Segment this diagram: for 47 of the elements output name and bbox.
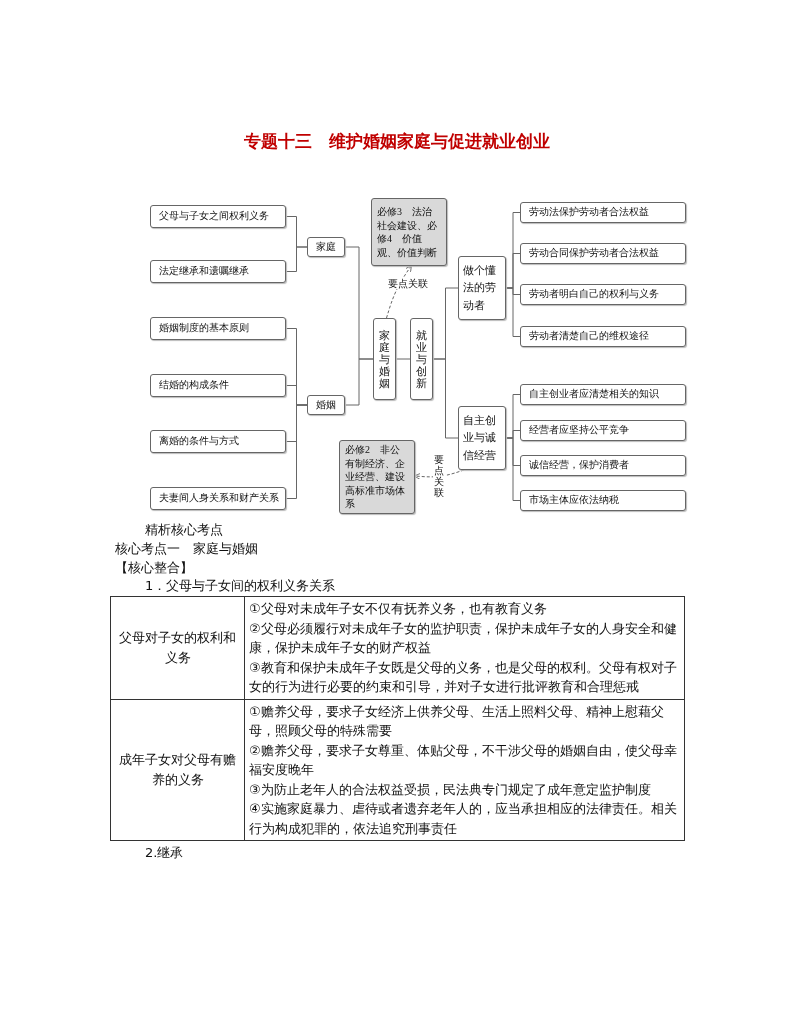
cell-text: ④实施家庭暴力、虐待或者遗弃老年人的，应当承担相应的法律责任。相关行为构成犯罪的，依法追究刑事责任 (249, 800, 678, 838)
topic-box: 结婚的构成条件 (150, 374, 286, 397)
page-title: 专题十三 维护婚姻家庭与促进就业创业 (243, 131, 551, 153)
topic-box: 婚姻制度的基本原则 (150, 317, 286, 340)
topic-box: 父母与子女之间权利义务 (150, 205, 286, 228)
heading-text: 1．父母与子女间的权利义务关系 (145, 577, 336, 595)
cell-text: ②父母必须履行对未成年子女的监护职责，保护未成年子女的人身安全和健康，保护未成年子女的财产权益 (249, 619, 678, 657)
connector-line (285, 404, 308, 499)
topic-box: 夫妻间人身关系和财产关系 (150, 487, 286, 510)
topic-box: 家庭与婚姻 (373, 318, 396, 400)
topic-box: 劳动者清楚自己的维权途径 (520, 326, 686, 347)
connector-line (505, 437, 521, 501)
dashed-connector (386, 265, 412, 319)
topic-box: 诚信经营，保护消费者 (520, 455, 686, 476)
topic-box: 劳动合同保护劳动者合法权益 (520, 243, 686, 264)
topic-box: 劳动者明白自己的权利与义务 (520, 284, 686, 305)
topic-box: 法定继承和遗嘱继承 (150, 260, 286, 283)
topic-box: 劳动法保护劳动者合法权益 (520, 202, 686, 223)
cell-text: ①赡养父母，要求子女经济上供养父母、生活上照料父母、精神上慰藉父母，照顾父母的特殊需要 (249, 702, 665, 740)
topic-box: 就业与创新 (410, 318, 433, 400)
topic-box: 自主创业与诚信经营 (458, 406, 506, 470)
topic-box: 经营者应坚持公平竞争 (520, 420, 686, 441)
cell-text: ③为防止老年人的合法权益受损，民法典专门规定了成年意定监护制度 (249, 780, 652, 799)
topic-box: 市场主体应依法纳税 (520, 490, 686, 511)
edge-label: 要点关联 (387, 278, 429, 289)
cell-text: ①父母对未成年子女不仅有抚养义务，也有教育义务 (249, 600, 548, 618)
row-header-cell: 父母对子女的权利和义务 (110, 596, 245, 699)
topic-box: 做个懂法的劳动者 (458, 256, 506, 320)
row-header-cell: 成年子女对父母有赡养的义务 (110, 699, 245, 841)
related-module-box: 必修2 非公有制经济、企业经营、建设高标准市场体系 (339, 440, 415, 514)
connector-line (432, 358, 459, 439)
connector-line (344, 358, 374, 406)
topic-box: 自主创业者应清楚相关的知识 (520, 384, 686, 405)
section-heading: 【核心整合】 (115, 559, 193, 577)
cell-text: ③教育和保护未成年子女既是父母的义务，也是父母的权利。父母有权对子女的行为进行必要的约束和引导，并对子女进行批评教育和合理惩戒 (249, 658, 678, 696)
topic-box: 家庭 (307, 237, 345, 257)
heading-text: 核心考点一 家庭与婚姻 (115, 540, 258, 558)
heading-text: 精析核心考点 (145, 521, 223, 539)
connector-line (505, 287, 521, 337)
topic-box: 婚姻 (307, 395, 345, 415)
cell-text: ②赡养父母，要求子女尊重、体贴父母，不干涉父母的婚姻自由，使父母幸福安度晚年 (249, 741, 678, 779)
topic-box: 离婚的条件与方式 (150, 430, 286, 453)
related-module-box: 必修3 法治社会建设、必修4 价值观、价值判断 (371, 198, 447, 266)
edge-label: 要点关联 (433, 454, 445, 498)
heading-text: 2.继承 (145, 844, 184, 862)
connector-line (395, 358, 411, 360)
connector-line (285, 246, 308, 272)
